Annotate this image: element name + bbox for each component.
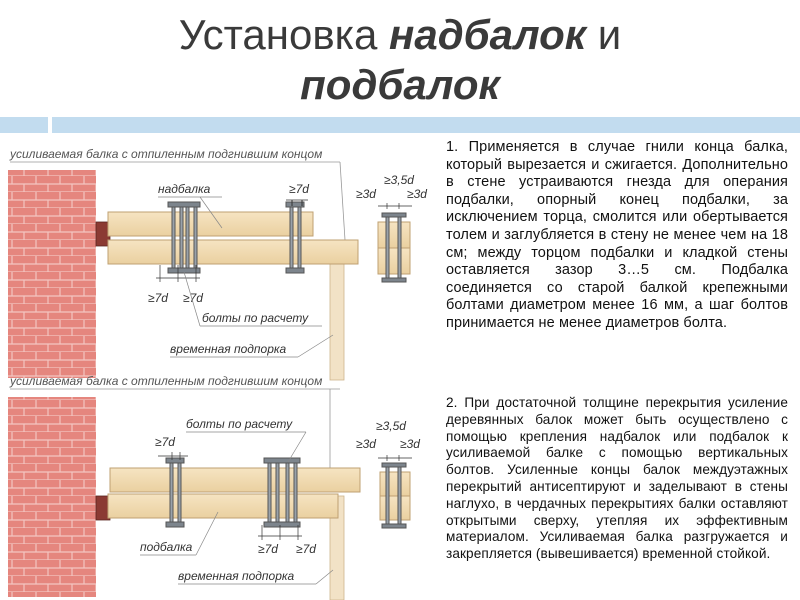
title-part1: Установка [178, 11, 389, 58]
accent-bar-left [0, 117, 48, 133]
d1-bolts [167, 201, 305, 274]
d1-upper-beam [107, 211, 314, 237]
title-part3: и [586, 11, 622, 58]
d2-brick-wall [8, 397, 96, 597]
d1-existing-beam [107, 239, 359, 265]
title-part4: подбалок [300, 61, 500, 108]
paragraph-2: 2. При достаточной толщине перекрытия ус… [446, 395, 788, 562]
d1-label-support: временная подпорка [170, 342, 287, 356]
d2-heading: усиливаемая балка с отпиленным подгнивши… [9, 374, 322, 388]
d2-dim-3-5d: ≥3,5d [376, 419, 406, 433]
title-part2: надбалок [388, 11, 587, 58]
d1-dim-3d-b: ≥3d [407, 187, 427, 201]
d2-label-beam: подбалка [140, 540, 193, 554]
d1-dim-3-5d: ≥3,5d [384, 173, 414, 187]
d1-temporary-post [329, 261, 345, 381]
d1-dim-3d-a: ≥3d [356, 187, 376, 201]
d2-dim-3d-a: ≥3d [356, 437, 376, 451]
d1-heading: усиливаемая балка с отпиленным подгнивши… [9, 147, 322, 161]
d2-bolts [165, 457, 301, 528]
d2-existing-beam [109, 467, 361, 493]
paragraph-1: 1. Применяется в случае гнили конца балк… [446, 139, 788, 331]
d2-label-support: временная подпорка [178, 569, 295, 583]
d1-brick-wall [8, 170, 96, 378]
d1-dim-7d-a: ≥7d [148, 291, 168, 305]
d2-lower-beam [107, 493, 339, 519]
page-title: Установка надбалок и подбалок [0, 10, 800, 110]
d1-label-bolts: болты по расчету [202, 311, 309, 325]
diagram-2: усиливаемая балка с отпиленным подгнивши… [8, 374, 420, 600]
d2-label-bolts: болты по расчету [186, 417, 293, 431]
d1-label-beam: надбалка [158, 182, 211, 196]
diagram-1: усиливаемая балка с отпиленным подгнивши… [8, 147, 427, 381]
d1-cross-section [377, 203, 412, 283]
accent-bar-right [52, 117, 800, 133]
d2-dim-7d-top: ≥7d [155, 435, 175, 449]
d1-dim-7d-b: ≥7d [183, 291, 203, 305]
d2-cross-section [378, 455, 412, 529]
d1-dim-7d-top: ≥7d [289, 182, 309, 196]
d2-dim-7d-b: ≥7d [296, 542, 316, 556]
d2-dim-3d-b: ≥3d [400, 437, 420, 451]
d2-dim-7d-a: ≥7d [258, 542, 278, 556]
